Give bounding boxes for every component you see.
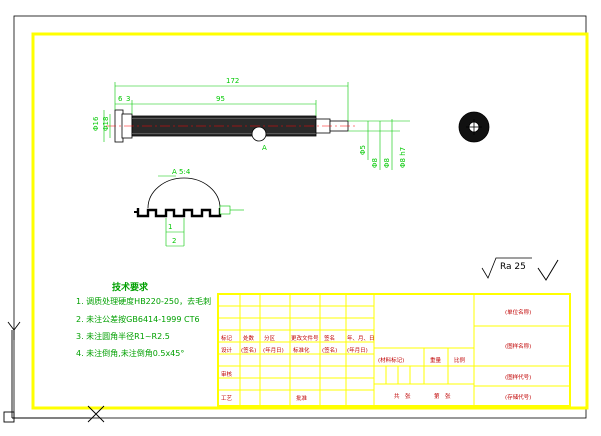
tb-material: (材料标记): [378, 356, 404, 364]
tb-drawing-code: (图样代号): [505, 373, 531, 381]
dim-text-main: 95: [216, 95, 225, 103]
tb-label-date: 年、月、日: [347, 334, 375, 342]
ucs-origin-box: [3, 411, 15, 423]
tech-req-item-1: 1. 调质处理硬度HB220-250，去毛刺: [76, 296, 211, 306]
section-label: A: [262, 144, 267, 152]
title-block-frame: [217, 293, 571, 407]
tech-req-item-3: 3. 未注圆角半径R1~R2.5: [76, 331, 170, 341]
tb-storage-code: (存储代号): [505, 393, 531, 401]
dim-text-overall: 172: [226, 77, 239, 85]
title-block-texts: 标记 处数 分区 更改文件号 签名 年、月、日 设计 (签名) (年月日) 标准…: [221, 308, 531, 402]
dim-text-dia-right-d: Φ8 h7: [399, 147, 407, 168]
dim-text-dia-right-c: Φ8: [383, 158, 391, 168]
tb-label-design: 设计: [221, 346, 233, 354]
title-block-grid: [218, 294, 570, 406]
tech-req-item-4: 4. 未注倒角,未注倒角0.5x45°: [76, 348, 184, 358]
tb-label-sign: 签名: [324, 334, 335, 342]
tb-label-process: 工艺: [221, 395, 233, 402]
tb-label-mark: 标记: [221, 334, 233, 342]
cross-section-view[interactable]: [458, 111, 490, 143]
shaft-dimension-texts: 172 6 3 95 Φ16 Φ18 Φ5 Φ8 Φ8 Φ8 h7 A: [92, 77, 407, 168]
detail-arc: [147, 177, 221, 209]
dim-text-seg-a: 6: [118, 95, 123, 103]
tech-req-item-2: 2. 未注公差按GB6414-1999 CT6: [76, 314, 200, 324]
dim-text-dia-right-a: Φ5: [359, 145, 367, 155]
tb-label-standard: 标准化: [293, 346, 310, 354]
roughness-symbol-main: [481, 257, 532, 279]
detail-dim-text-1: 1: [168, 223, 172, 231]
tb-label-zone: 分区: [264, 334, 276, 342]
tb-label-change-doc: 更改文件号: [291, 334, 319, 342]
title-block[interactable]: 标记 处数 分区 更改文件号 签名 年、月、日 设计 (签名) (年月日) 标准…: [217, 293, 571, 407]
detail-end-box: [219, 205, 231, 215]
dim-text-dia-left: Φ16: [92, 116, 100, 131]
dim-text-dia-body: Φ18: [102, 117, 110, 131]
tb-label-standard-sign: (签名): [322, 346, 337, 354]
surface-roughness-icon: Ra 25: [481, 257, 559, 281]
technical-requirements: 技术要求 1. 调质处理硬度HB220-250，去毛刺 2. 未注公差按GB64…: [76, 281, 211, 358]
section-cut-marker: [251, 126, 267, 142]
ucs-y-letter: [7, 321, 21, 340]
tb-weight: 重量: [430, 356, 442, 364]
shaft-dimensions: [103, 82, 410, 170]
tb-sheet-no: 第 张: [434, 392, 451, 400]
tb-unit-name: (单位名称): [505, 308, 531, 316]
roughness-value: Ra 25: [500, 262, 526, 272]
shaft-main-view[interactable]: [106, 109, 356, 143]
ucs-x-letter: [87, 405, 105, 423]
tb-label-design-sign: (签名): [241, 346, 256, 354]
detail-texts: A 5:4 1 2: [168, 168, 191, 245]
tb-drawing-name: (图样名称): [505, 342, 531, 350]
tb-label-review: 审核: [221, 370, 233, 378]
tb-scale: 比例: [454, 356, 466, 364]
tb-label-standard-date: (年月日): [347, 346, 368, 354]
detail-dim-text-2: 2: [172, 237, 176, 245]
dim-text-dia-right-b: Φ8: [371, 158, 379, 168]
tb-label-count: 处数: [243, 334, 255, 342]
tech-req-title: 技术要求: [112, 281, 149, 293]
ucs-axis-icon: [3, 321, 105, 423]
drawing-border: [31, 32, 589, 410]
detail-view-a[interactable]: [134, 175, 244, 247]
tb-label-design-date: (年月日): [263, 346, 284, 354]
tb-label-approve: 批准: [296, 394, 308, 402]
detail-label: A 5:4: [172, 168, 191, 176]
roughness-symbol-general: [537, 259, 559, 281]
tb-sheet-total: 共 张: [394, 392, 411, 400]
detail-thread-profile: [136, 208, 222, 218]
dim-text-seg-b: 3: [126, 95, 130, 103]
